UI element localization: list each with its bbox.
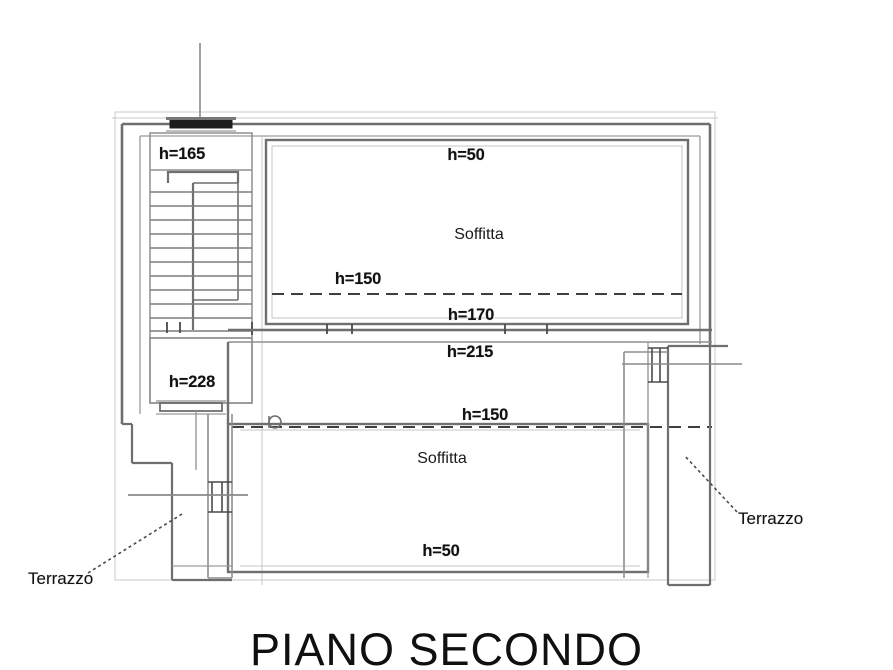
window-right-terrace — [648, 347, 668, 383]
height-label-corridor-h215: h=215 — [446, 343, 494, 361]
window-left-terrace — [208, 481, 232, 513]
room-soffitta-upper — [264, 138, 690, 326]
terrace-left — [128, 411, 248, 579]
outer-wall-inner-face — [139, 135, 701, 414]
room-label-soffitta-upper: Soffitta — [454, 226, 504, 243]
height-label-lower-h50: h=50 — [422, 542, 460, 560]
height-label-h228: h=228 — [168, 373, 216, 391]
terrace-right — [622, 344, 742, 587]
staircase — [150, 170, 253, 335]
height-label-upper-h170: h=170 — [447, 306, 495, 324]
annotation-label-terrazzo-right: Terrazzo — [738, 509, 804, 528]
terrazzo-right-leader — [683, 454, 738, 513]
room-label-soffitta-lower: Soffitta — [417, 450, 467, 467]
stair-lower-room — [149, 337, 253, 404]
terrazzo-left-leader — [87, 513, 183, 574]
room-soffitta-lower — [226, 342, 712, 574]
height-label-lower-h150: h=150 — [461, 406, 509, 424]
door-stair-bottom — [156, 400, 226, 415]
stair-shaft-walls — [149, 132, 253, 404]
middle-wall — [228, 324, 712, 343]
height-label-h165: h=165 — [158, 145, 206, 163]
height-label-upper-h150: h=150 — [334, 270, 382, 288]
annotation-leaders — [87, 454, 738, 574]
annotation-label-terrazzo-left: Terrazzo — [28, 569, 94, 588]
window-top-symbol — [166, 117, 236, 132]
plan-title: PIANO SECONDO — [249, 624, 644, 670]
height-label-upper-h50: h=50 — [447, 146, 485, 164]
